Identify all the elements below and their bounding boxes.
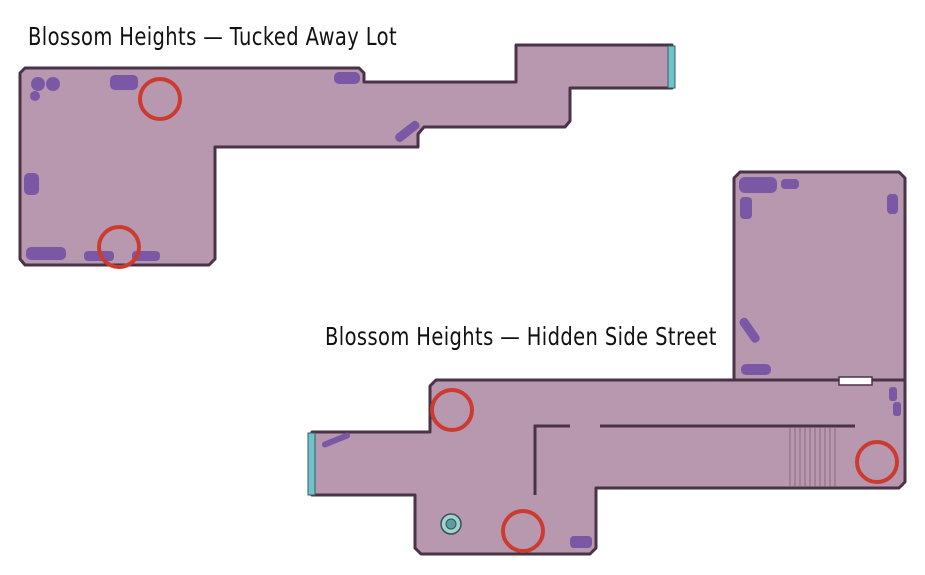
exit-door-icon[interactable] [307,432,316,496]
exit-door-icon[interactable] [667,45,676,89]
plank-prop [395,120,420,142]
crate-prop [740,197,752,219]
crate-prop [887,194,898,214]
crate-prop [741,364,771,375]
map-hidden-side-street [307,170,907,556]
map-title-hidden-side-street: Blossom Heights — Hidden Side Street [325,322,717,351]
crate-prop [893,402,901,416]
plank-prop [739,317,760,343]
crate-prop [570,536,592,548]
crate-prop [889,387,897,401]
bench-prop [31,77,45,91]
bench-prop [46,77,60,91]
circle-marker-icon[interactable] [430,388,474,432]
circle-marker-icon[interactable] [97,225,141,269]
plank-prop [321,432,351,448]
crate-prop [24,173,39,195]
circle-marker-icon[interactable] [855,440,899,484]
map-title-tucked-away-lot: Blossom Heights — Tucked Away Lot [28,22,398,51]
crate-prop [110,75,138,90]
map-2-interior-walls [533,378,905,495]
fountain-icon[interactable] [440,513,462,535]
crate-prop [739,177,777,193]
crate-prop [334,72,360,84]
circle-marker-icon[interactable] [501,509,545,553]
map-tucked-away-lot [18,43,676,269]
map-1-floor [18,43,674,267]
map-2-floor [310,170,907,556]
stairs-icon [789,428,836,486]
bench-prop [30,91,40,101]
door-opening[interactable] [838,376,873,386]
circle-marker-icon[interactable] [138,77,182,121]
map-2-props [321,177,901,548]
crate-prop [26,247,66,260]
crate-prop [781,179,799,189]
